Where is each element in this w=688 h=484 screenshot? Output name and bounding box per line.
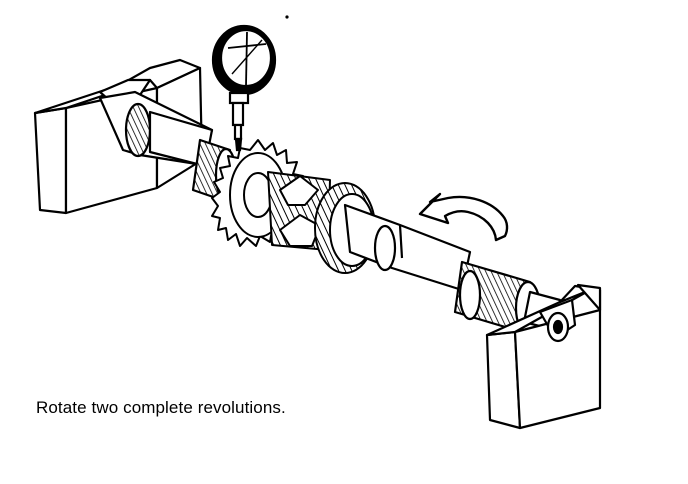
dial-indicator-icon bbox=[211, 24, 277, 152]
caption-text: Rotate two complete revolutions. bbox=[36, 398, 286, 417]
scan-speck bbox=[285, 15, 289, 19]
splined-end bbox=[453, 260, 562, 336]
curved-rotation-arrow-icon bbox=[418, 192, 509, 242]
right-v-block bbox=[485, 283, 602, 430]
shaft-middle-section bbox=[343, 203, 472, 292]
right-shaft-tip bbox=[546, 311, 570, 343]
left-v-block bbox=[33, 58, 204, 215]
